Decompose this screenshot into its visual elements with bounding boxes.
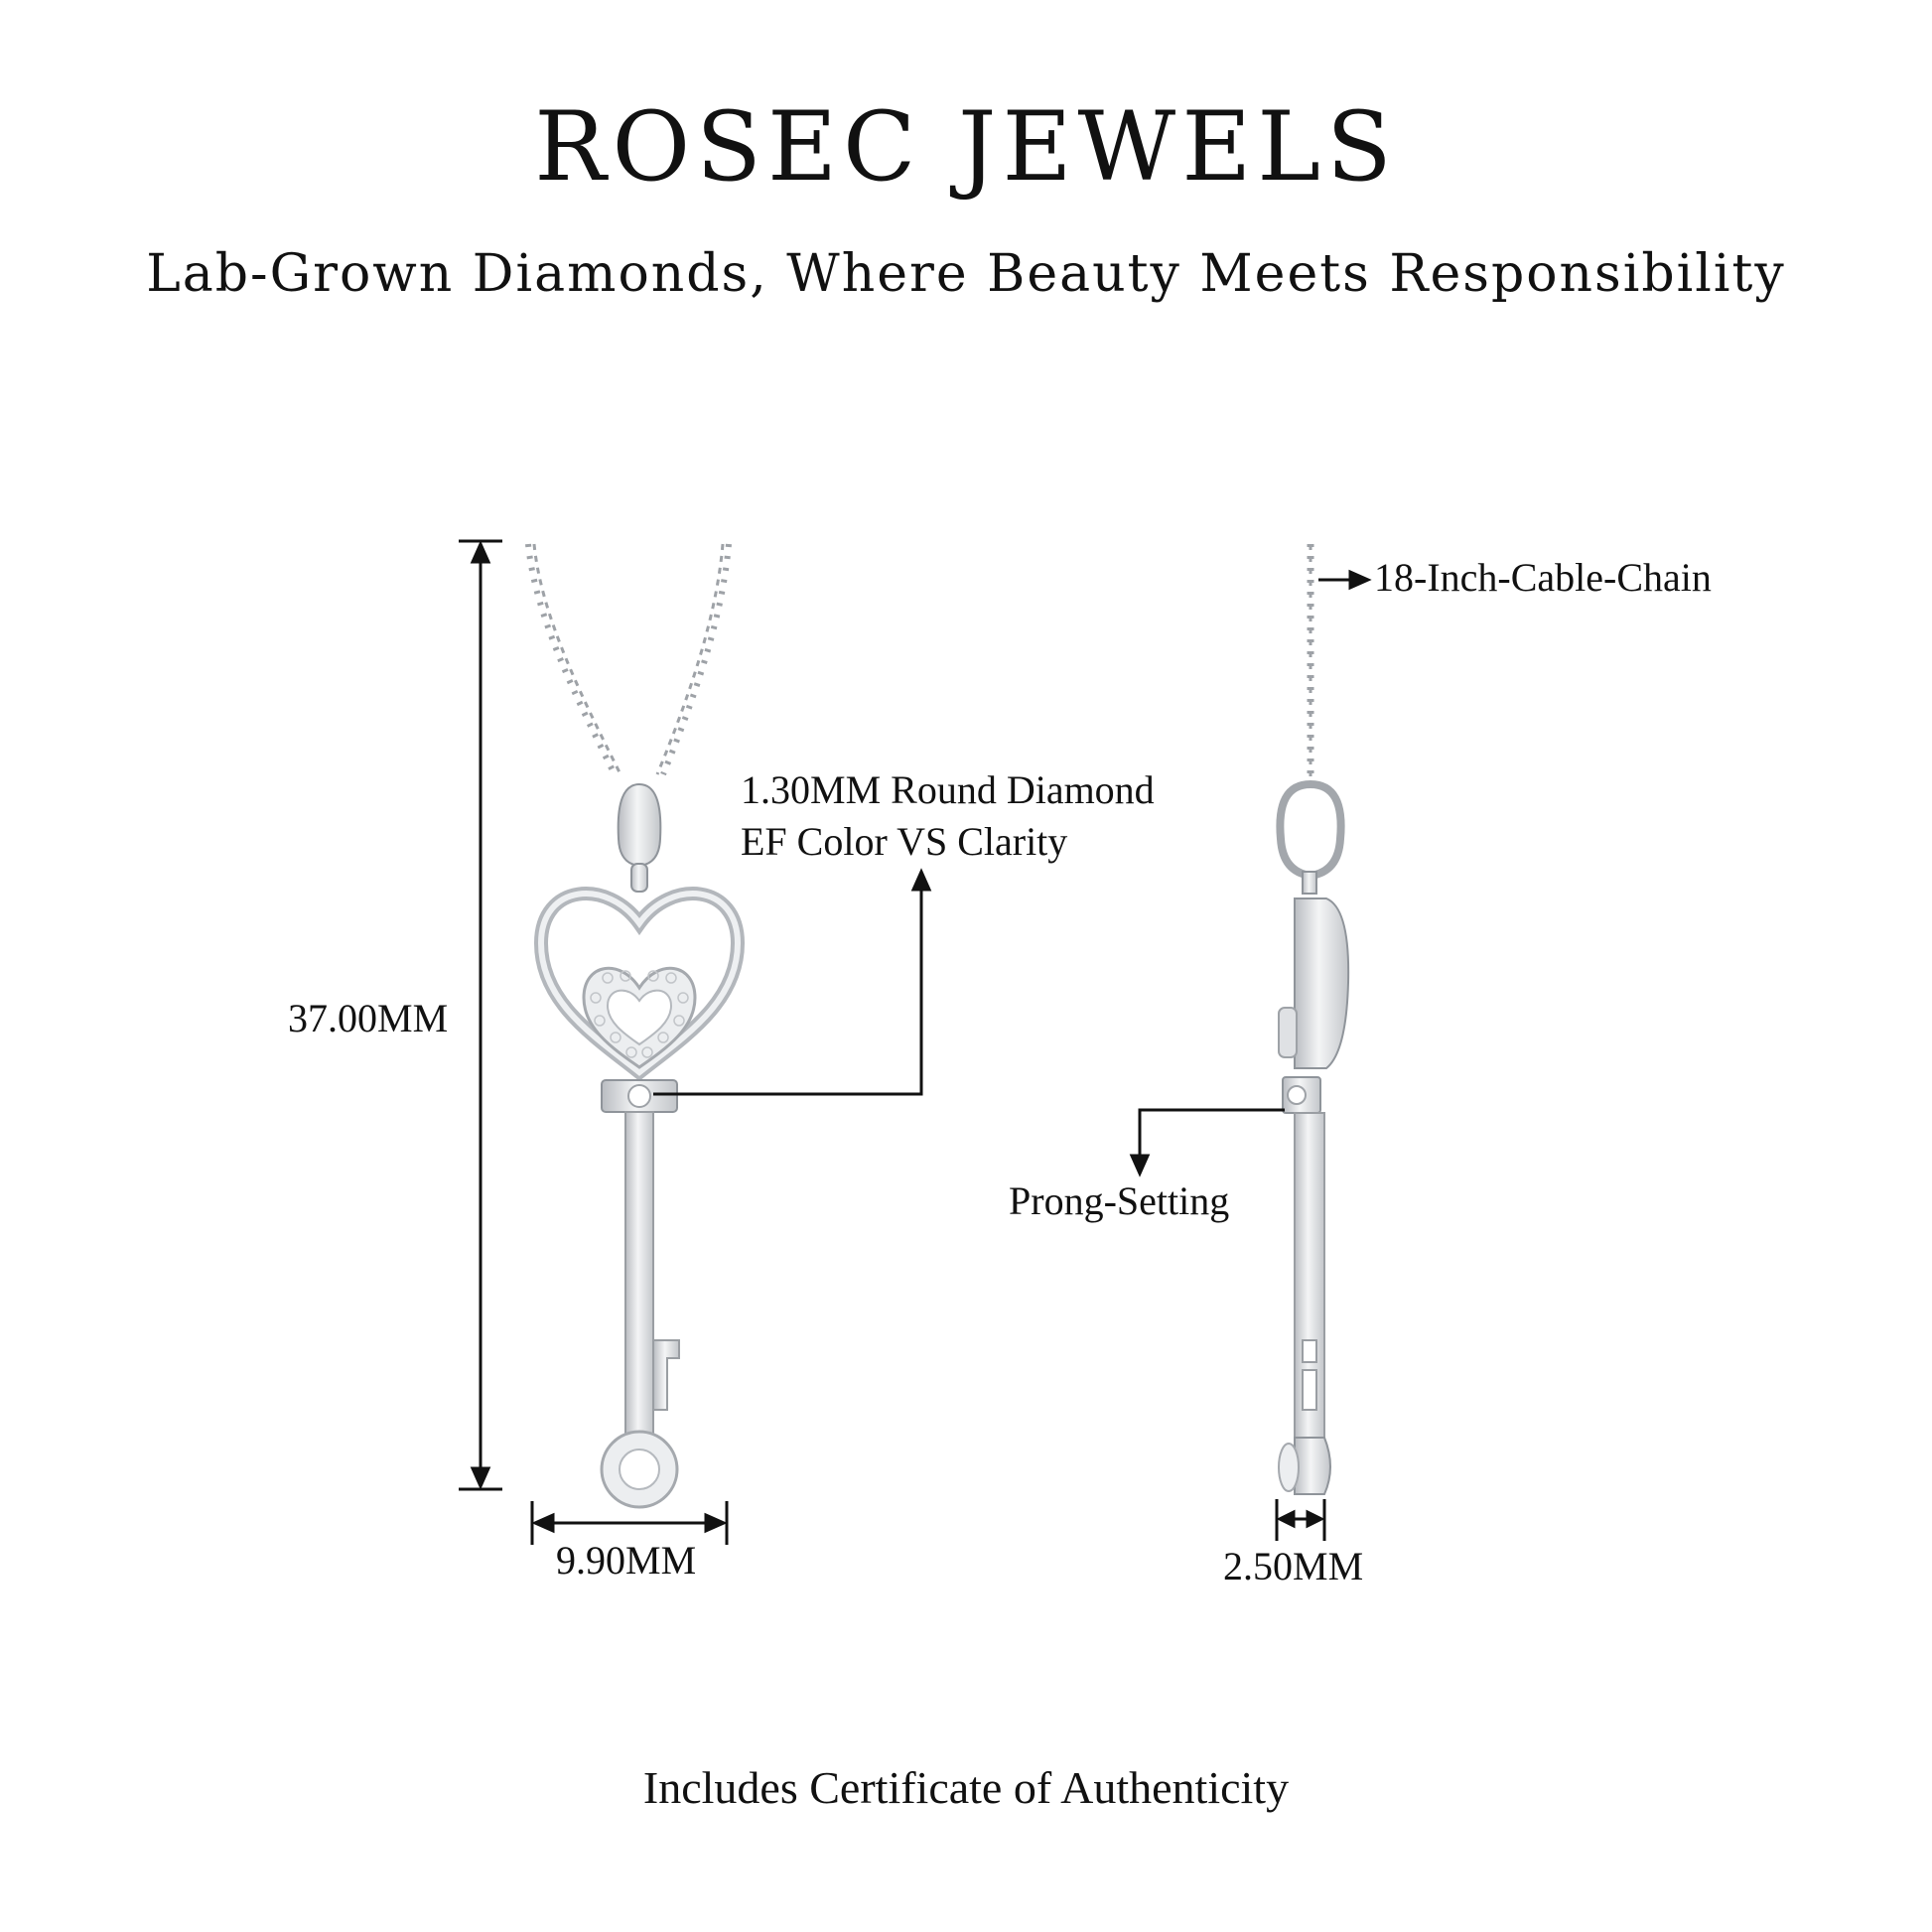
- certificate-note: Includes Certificate of Authenticity: [642, 1762, 1290, 1813]
- front-jump-ring: [630, 863, 648, 893]
- front-collar-diamond: [627, 1084, 651, 1108]
- brand-tagline: Lab-Grown Diamonds, Where Beauty Meets R…: [146, 244, 1786, 304]
- width-label: 9.90MM: [556, 1538, 697, 1583]
- side-bottom-halo: [1294, 1437, 1331, 1495]
- diamond-spec-line2: EF Color VS Clarity: [741, 819, 1068, 864]
- front-chain: [525, 543, 732, 776]
- side-heart-profile: [1294, 897, 1350, 1069]
- front-key-bit: [652, 1339, 680, 1411]
- side-bail: [1276, 779, 1345, 881]
- brand-title: ROSEC JEWELS: [534, 91, 1398, 203]
- depth-label: 2.50MM: [1223, 1544, 1364, 1588]
- depth-dimension: [1275, 1499, 1326, 1541]
- chain-callout-arrow: [1318, 569, 1372, 591]
- prong-setting-label: Prong-Setting: [1009, 1178, 1230, 1223]
- diamond-spec-line1: 1.30MM Round Diamond: [741, 767, 1155, 812]
- prong-callout-arrow: [1129, 1108, 1285, 1177]
- chain-label: 18-Inch-Cable-Chain: [1374, 555, 1712, 600]
- side-view-pendant: [1276, 544, 1350, 1495]
- diamond-callout-arrow: [653, 868, 932, 1096]
- front-view-pendant: [525, 543, 746, 1509]
- height-label: 37.00MM: [288, 996, 449, 1040]
- height-dimension: [459, 539, 502, 1491]
- front-shaft: [624, 1111, 654, 1450]
- width-dimension: [530, 1501, 729, 1545]
- front-bail: [617, 782, 662, 868]
